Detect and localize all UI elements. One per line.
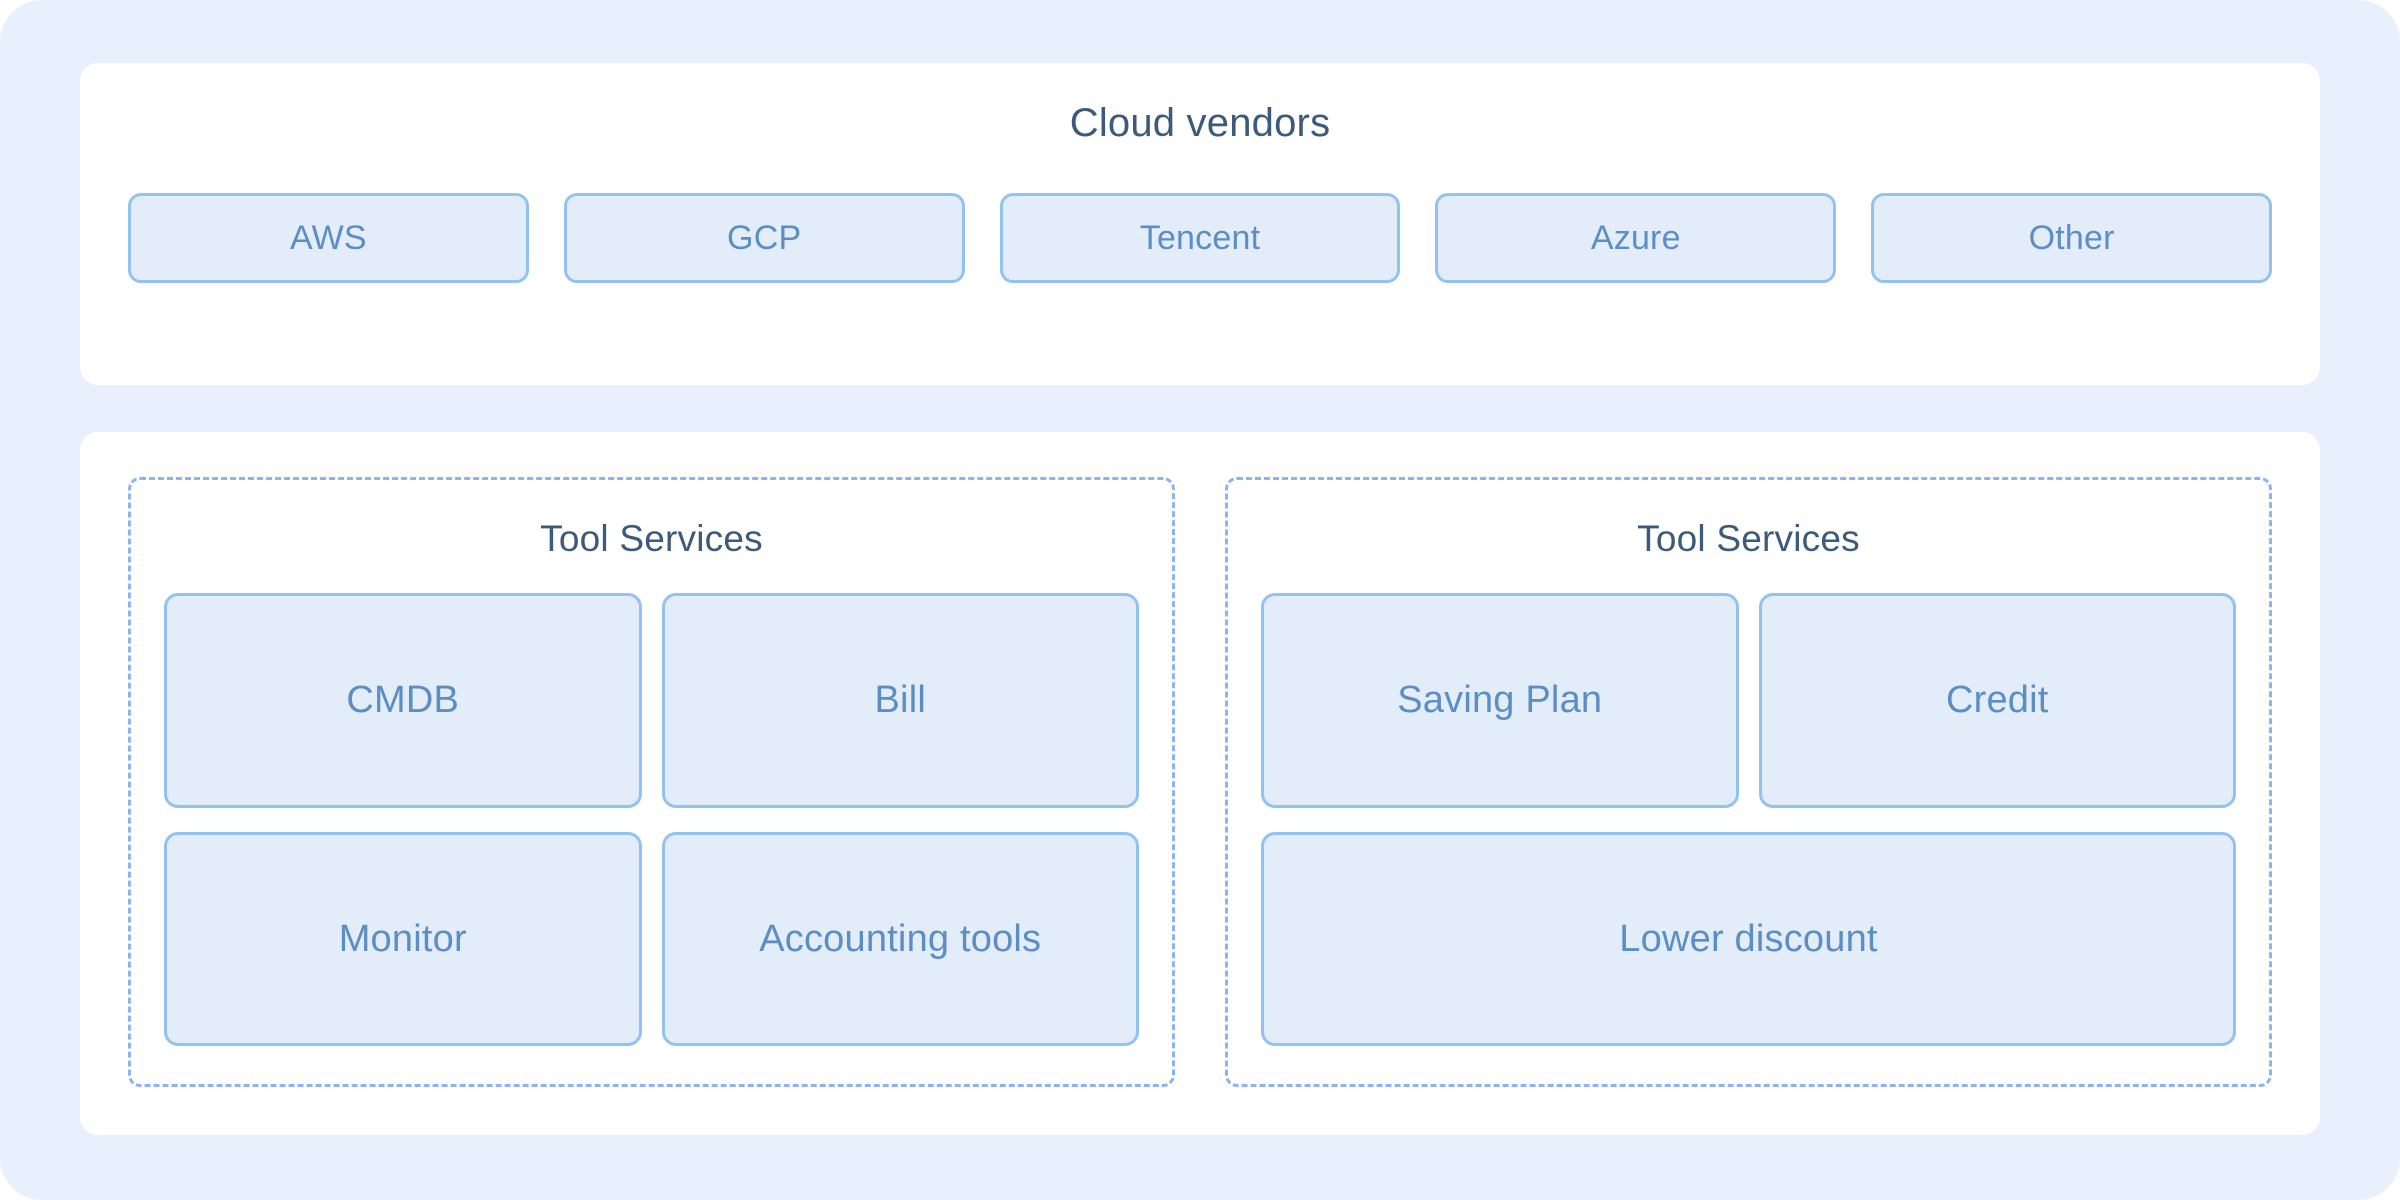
tool-tile-label: Accounting tools xyxy=(759,917,1042,960)
tool-services-panel-right-title: Tool Services xyxy=(1637,518,1860,559)
tool-tile-saving-plan[interactable]: Saving Plan xyxy=(1261,593,1739,808)
vendor-label: Other xyxy=(2028,219,2115,257)
tool-tile-label: Saving Plan xyxy=(1397,679,1603,722)
vendor-box-other[interactable]: Other xyxy=(1871,193,2272,283)
tool-services-panel-left-title: Tool Services xyxy=(540,518,763,559)
tool-tile-label: Bill xyxy=(874,679,926,722)
tool-tile-cmdb[interactable]: CMDB xyxy=(164,593,642,808)
vendor-box-tencent[interactable]: Tencent xyxy=(999,193,1401,283)
tool-services-panel-right: Tool Services Saving Plan Credit Lower d… xyxy=(1225,477,2272,1087)
tool-tile-lower-discount[interactable]: Lower discount xyxy=(1261,831,2236,1046)
cloud-vendors-row: AWS GCP Tencent Azure Other xyxy=(80,193,2320,283)
vendor-label: Tencent xyxy=(1139,219,1261,257)
tool-tile-monitor[interactable]: Monitor xyxy=(164,831,642,1046)
tool-tile-grid-left: CMDB Bill Monitor Accounting tools xyxy=(164,593,1139,1046)
tool-tile-label: Lower discount xyxy=(1619,917,1878,960)
vendor-label: Azure xyxy=(1590,219,1681,257)
tool-tile-row: Saving Plan Credit xyxy=(1261,593,2236,808)
vendor-box-gcp[interactable]: GCP xyxy=(563,193,965,283)
cloud-vendors-title: Cloud vendors xyxy=(1069,101,1331,145)
vendor-label: GCP xyxy=(727,219,802,257)
tool-tile-accounting-tools[interactable]: Accounting tools xyxy=(661,831,1139,1046)
tool-services-panel-left: Tool Services CMDB Bill Monitor Accounti xyxy=(128,477,1175,1087)
vendor-box-azure[interactable]: Azure xyxy=(1435,193,1837,283)
tool-tile-label: Monitor xyxy=(338,917,467,960)
tool-tile-row: Monitor Accounting tools xyxy=(164,831,1139,1046)
tool-tile-row: CMDB Bill xyxy=(164,593,1139,808)
tool-tile-grid-right: Saving Plan Credit Lower discount xyxy=(1261,593,2236,1046)
tool-tile-credit[interactable]: Credit xyxy=(1758,593,2236,808)
tool-tile-bill[interactable]: Bill xyxy=(661,593,1139,808)
tool-tile-label: Credit xyxy=(1945,679,2049,722)
tool-tile-row: Lower discount xyxy=(1261,831,2236,1046)
vendor-box-aws[interactable]: AWS xyxy=(128,193,529,283)
tool-tile-label: CMDB xyxy=(346,679,460,722)
vendor-label: AWS xyxy=(290,219,367,257)
tool-services-card: Tool Services CMDB Bill Monitor Accounti xyxy=(80,432,2320,1135)
cloud-vendors-card: Cloud vendors AWS GCP Tencent Azure Othe… xyxy=(80,63,2320,385)
